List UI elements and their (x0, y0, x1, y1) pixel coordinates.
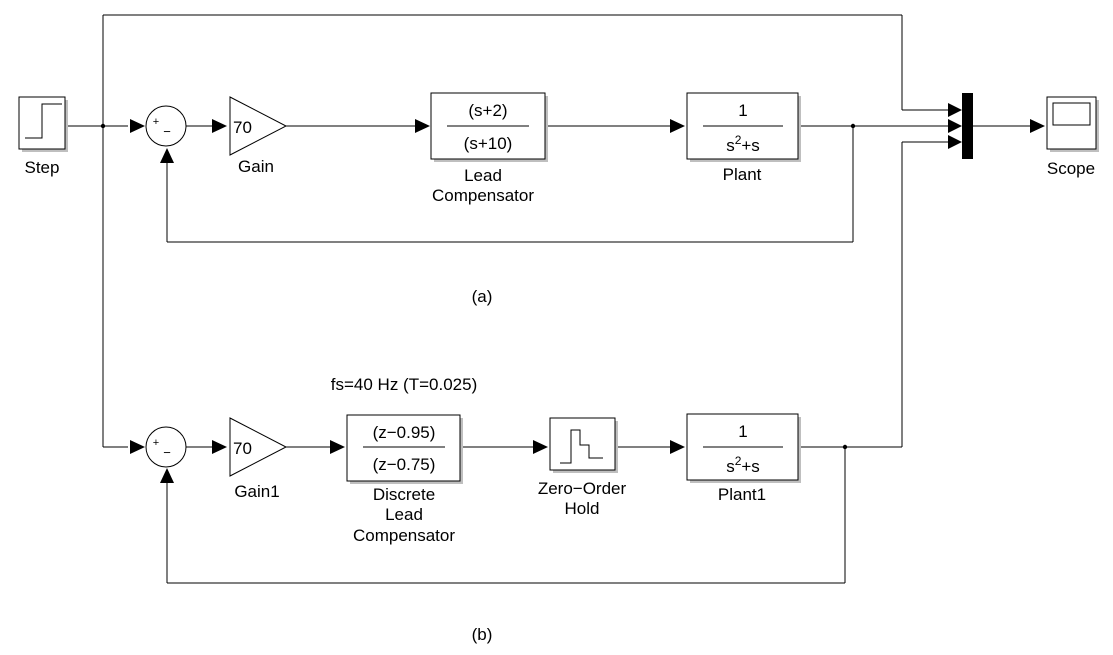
arrow-feedback-b (160, 468, 174, 483)
arrow-into-mux-1 (948, 103, 962, 117)
lead-a-label-line1: Lead (464, 166, 502, 185)
mux-block[interactable] (962, 93, 973, 159)
sum-block-a[interactable]: + − (145, 105, 187, 147)
arrow-into-plant-b (670, 440, 685, 454)
signal-wires (65, 14, 1030, 584)
arrow-into-mux-2 (948, 119, 962, 133)
gain-block-a[interactable]: 70 Gain (229, 96, 288, 176)
branch-point-plant (850, 123, 856, 129)
plant-a-numerator: 1 (738, 101, 747, 120)
gain-a-label: Gain (238, 157, 274, 176)
lead-compensator-block[interactable]: (s+2) (s+10) Lead Compensator (430, 92, 548, 205)
gain-b-value: 70 (233, 439, 252, 458)
sum-b-minus: − (163, 445, 171, 460)
plant-b-label: Plant1 (718, 485, 766, 504)
zero-order-hold-block[interactable]: Zero−Order Hold (538, 417, 627, 518)
sum-a-minus: − (163, 124, 171, 139)
plant-b-denominator: s2+s (726, 454, 760, 476)
arrow-feedback-a (160, 148, 174, 163)
plant-block[interactable]: 1 s2+s Plant (686, 92, 801, 184)
scope-block[interactable]: Scope (1046, 96, 1099, 178)
arrow-into-zoh (533, 440, 548, 454)
scope-label: Scope (1047, 159, 1095, 178)
arrow-into-mux-3 (948, 135, 962, 149)
gain-a-value: 70 (233, 118, 252, 137)
arrow-into-gain-b (212, 440, 227, 454)
sampling-note: fs=40 Hz (T=0.025) (331, 375, 477, 394)
lead-a-denominator: (s+10) (464, 134, 513, 153)
caption-a: (a) (472, 287, 493, 306)
lead-a-numerator: (s+2) (468, 101, 507, 120)
step-label: Step (25, 158, 60, 177)
caption-b: (b) (472, 625, 493, 644)
arrow-into-sum-b (130, 440, 145, 454)
step-block[interactable]: Step (18, 96, 68, 177)
lead-b-label-line2: Lead (385, 505, 423, 524)
arrow-into-gain-a (212, 119, 227, 133)
plant-a-denominator: s2+s (726, 133, 760, 155)
branch-point-plant1 (842, 444, 848, 450)
zoh-label-line1: Zero−Order (538, 479, 627, 498)
zoh-label-line2: Hold (565, 499, 600, 518)
arrow-into-lead-b (330, 440, 345, 454)
lead-b-numerator: (z−0.95) (373, 423, 436, 442)
gain-b-label: Gain1 (234, 482, 279, 501)
lead-b-label-line1: Discrete (373, 485, 435, 504)
plant1-block[interactable]: 1 s2+s Plant1 (686, 413, 801, 504)
arrow-into-plant-a (670, 119, 685, 133)
discrete-lead-compensator-block[interactable]: (z−0.95) (z−0.75) Discrete Lead Compensa… (346, 414, 463, 545)
sum-block-b[interactable]: + − (145, 426, 187, 468)
gain-block-b[interactable]: 70 Gain1 (229, 417, 288, 501)
arrowheads (130, 103, 1045, 483)
sum-b-plus: + (153, 437, 159, 449)
branch-points (100, 123, 856, 450)
lead-a-label-line2: Compensator (432, 186, 534, 205)
plant-b-numerator: 1 (738, 422, 747, 441)
branch-point-step (100, 123, 106, 129)
sum-a-plus: + (153, 116, 159, 128)
lead-b-denominator: (z−0.75) (373, 455, 436, 474)
zoh-staircase-icon (560, 429, 603, 464)
arrow-into-scope (1030, 119, 1045, 133)
lead-b-label-line3: Compensator (353, 526, 455, 545)
plant-a-label: Plant (723, 165, 762, 184)
arrow-into-sum-a (130, 119, 145, 133)
arrow-into-lead-a (415, 119, 430, 133)
